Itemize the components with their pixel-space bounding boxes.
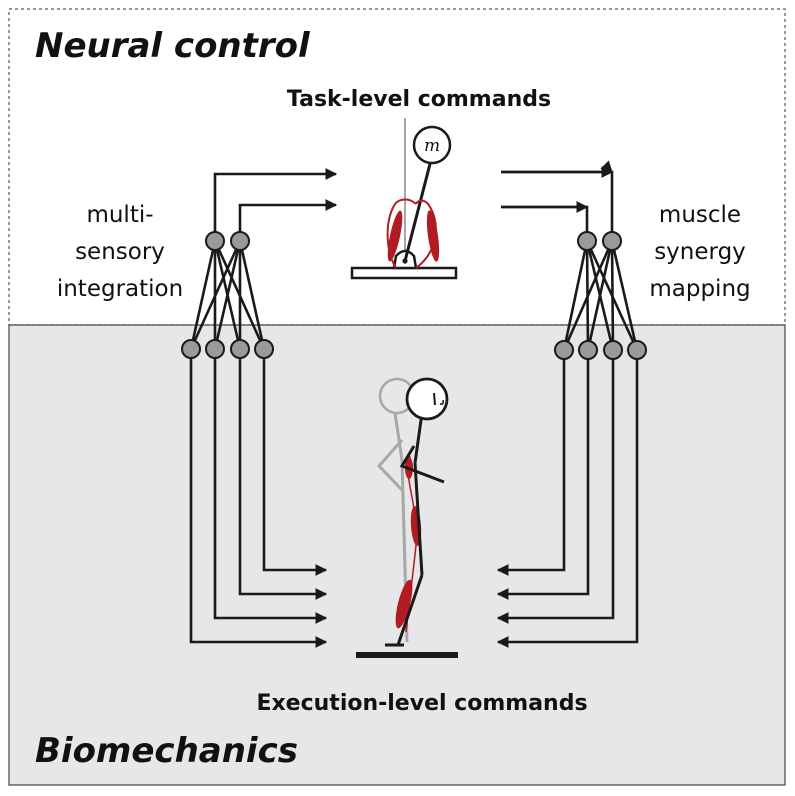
right-lower-node-3 — [603, 340, 623, 360]
pendulum-mass — [412, 125, 452, 165]
right-fan-connections — [562, 240, 639, 351]
left-input-arrow-3 — [213, 349, 328, 624]
right-upper-node-1 — [577, 231, 597, 251]
svg-text:synergy: synergy — [654, 239, 746, 265]
left-lower-node-2 — [205, 339, 225, 359]
ground-plate — [356, 652, 458, 658]
right-lower-node-1 — [554, 340, 574, 360]
left-input-arrow-2 — [238, 349, 328, 600]
standing-figure-icon — [356, 377, 458, 658]
left-network — [181, 168, 338, 648]
neural-control-title: Neural control — [35, 26, 311, 66]
biomechanics-region — [8, 324, 786, 786]
right-upper-node-2 — [602, 231, 622, 251]
left-lower-node-3 — [230, 339, 250, 359]
pendulum-base — [350, 266, 458, 280]
svg-text:muscle: muscle — [659, 202, 741, 228]
right-output-arrow-1 — [496, 350, 566, 576]
svg-text:mapping: mapping — [649, 276, 750, 302]
pendulum-muscle-right — [426, 210, 440, 262]
muscle-tendons — [405, 455, 417, 633]
right-network — [496, 160, 647, 648]
svg-text:integration: integration — [57, 276, 183, 302]
multisensory-integration-label: multi- sensory integration — [57, 202, 183, 302]
main-figure — [396, 412, 445, 646]
left-input-arrow-1 — [262, 349, 328, 576]
left-input-arrow-4 — [189, 349, 328, 648]
left-upper-node-1 — [205, 231, 225, 251]
task-level-label: Task-level commands — [287, 87, 551, 112]
left-upper-node-2 — [230, 231, 250, 251]
biomechanics-title: Biomechanics — [35, 731, 298, 771]
right-output-arrow-3 — [496, 350, 615, 624]
right-lower-node-4 — [627, 340, 647, 360]
right-output-arrow-4 — [496, 350, 639, 648]
left-lower-node-4 — [254, 339, 274, 359]
left-output-arrow-1 — [213, 168, 338, 241]
figure-head — [405, 377, 449, 421]
right-output-arrow-2 — [496, 350, 590, 600]
left-output-arrow-2 — [238, 199, 338, 241]
pendulum-muscle-left — [387, 210, 403, 262]
right-lower-node-2 — [578, 340, 598, 360]
mass-symbol: m — [424, 136, 440, 156]
svg-text:sensory: sensory — [75, 239, 165, 265]
left-lower-node-1 — [181, 339, 201, 359]
muscle-synergy-mapping-label: muscle synergy mapping — [649, 202, 750, 302]
execution-level-label: Execution-level commands — [256, 691, 587, 716]
calf-muscle — [395, 579, 413, 629]
left-fan-connections — [189, 240, 266, 350]
inverted-pendulum-icon: m — [350, 118, 458, 280]
svg-text:multi-: multi- — [86, 202, 153, 228]
pendulum-tendon-right — [415, 199, 437, 269]
pendulum-rod — [403, 159, 433, 262]
